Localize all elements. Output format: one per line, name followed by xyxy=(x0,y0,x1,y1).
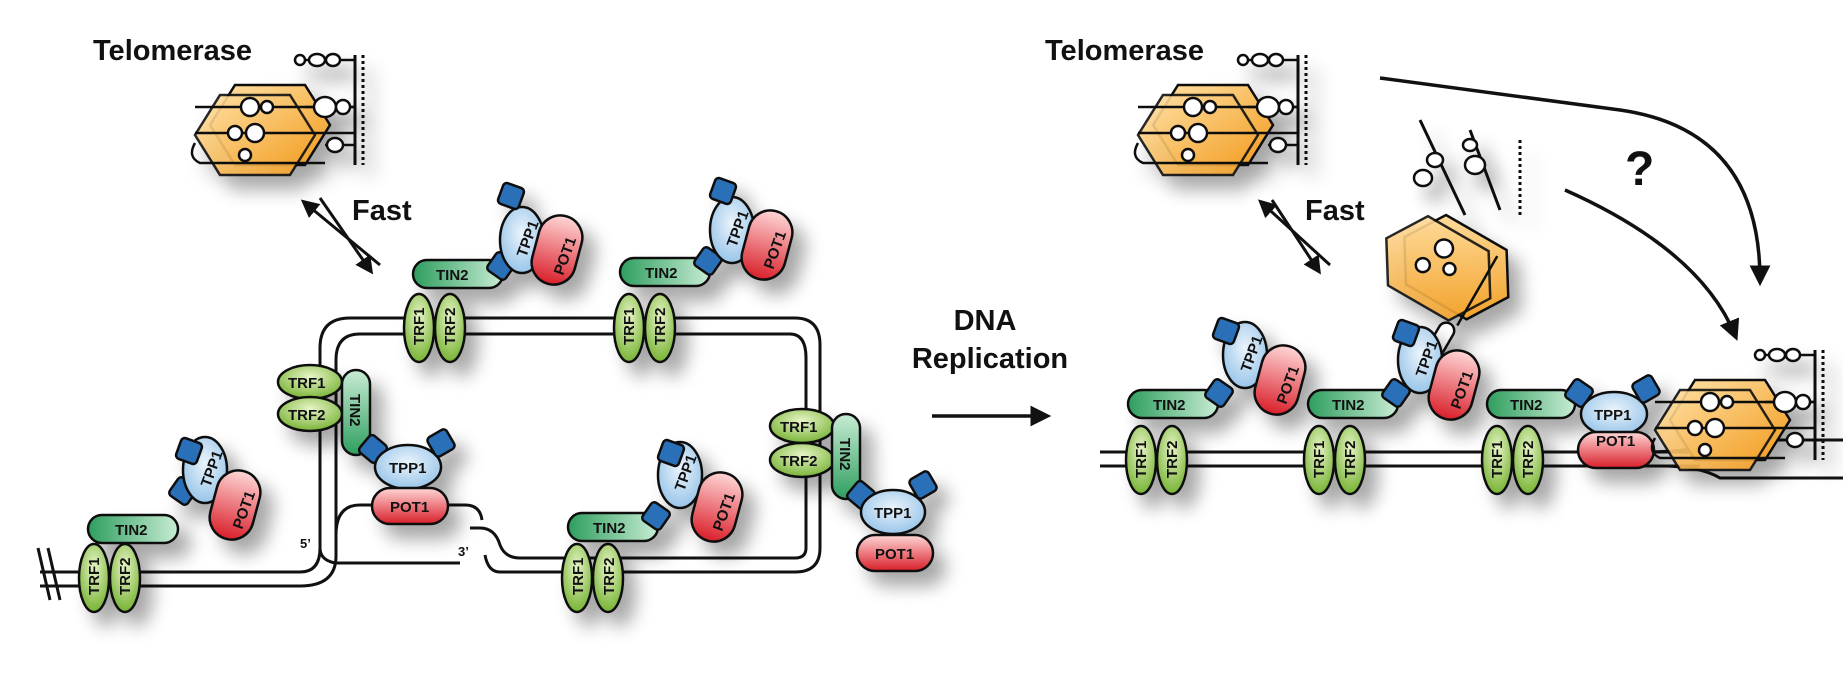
telomerase-bound-tpp1 xyxy=(1385,119,1522,361)
trf1-label: TRF1 xyxy=(621,308,638,346)
telomerase-right xyxy=(1133,52,1308,177)
trf1-label: TRF1 xyxy=(1489,441,1506,479)
trf1-label: TRF1 xyxy=(570,558,587,596)
tin2-label: TIN2 xyxy=(346,394,363,427)
tin2-label: TIN2 xyxy=(115,522,148,539)
dna-replication-transition: DNA Replication xyxy=(912,305,1068,427)
trf2-label: TRF2 xyxy=(442,308,459,346)
dna-label: DNA xyxy=(954,305,1017,337)
trf2-label: TRF2 xyxy=(780,453,818,470)
telomerase-left-label: Telomerase xyxy=(93,35,252,67)
pot1-label: POT1 xyxy=(390,499,429,516)
pot1-label: POT1 xyxy=(1596,433,1635,450)
trf1-label: TRF1 xyxy=(86,558,103,596)
tin2-label: TIN2 xyxy=(1510,397,1543,414)
dna-strands-left xyxy=(36,316,822,601)
fast-right-label: Fast xyxy=(1305,195,1365,227)
trf2-label: TRF2 xyxy=(1164,441,1181,479)
telomerase-left xyxy=(190,52,365,177)
trf1-label: TRF1 xyxy=(780,419,818,436)
tpp1-label: TPP1 xyxy=(389,460,427,477)
rna-stems xyxy=(1412,119,1522,216)
five-prime-label: 5’ xyxy=(300,536,311,551)
trf1-label: TRF1 xyxy=(1311,441,1328,479)
trf2-label: TRF2 xyxy=(1342,441,1359,479)
right-panel: Telomerase Fast xyxy=(1045,35,1843,496)
shelterin-complex xyxy=(1124,316,1307,496)
trf2-label: TRF2 xyxy=(652,308,669,346)
curved-arrow-top xyxy=(1379,76,1771,287)
telomerase-at-end xyxy=(1650,347,1825,472)
curved-arrow-bottom xyxy=(1564,188,1740,341)
trf2-label: TRF2 xyxy=(288,407,326,424)
pot1-label: POT1 xyxy=(875,546,914,563)
trf1-label: TRF1 xyxy=(288,375,326,392)
shelterin-complex xyxy=(77,435,262,614)
shelterin-complex xyxy=(1480,374,1661,496)
trf1-label: TRF1 xyxy=(411,308,428,346)
trf2-label: TRF2 xyxy=(601,558,618,596)
trf2-label: TRF2 xyxy=(1520,441,1537,479)
shelterin-complex xyxy=(276,363,456,526)
tin2-label: TIN2 xyxy=(1153,397,1186,414)
fast-arrows-left xyxy=(300,197,381,275)
tin2-label: TIN2 xyxy=(1332,397,1365,414)
replication-label: Replication xyxy=(912,343,1068,375)
shelterin-complex xyxy=(612,176,794,364)
left-panel: 5’ 3’ Telomerase Fast TRF1 TRF2 TIN2 TPP… xyxy=(36,35,938,614)
shelterin-complex xyxy=(560,438,744,614)
shelterin-complex xyxy=(768,407,938,573)
trf1-label: TRF1 xyxy=(1133,441,1150,479)
telomerase-right-label: Telomerase xyxy=(1045,35,1204,67)
shelterin-complex xyxy=(1302,318,1481,496)
fast-left-label: Fast xyxy=(352,195,412,227)
tin2-label: TIN2 xyxy=(593,520,626,537)
tin2-label: TIN2 xyxy=(436,267,469,284)
tin2-label: TIN2 xyxy=(836,438,853,471)
tin2-label: TIN2 xyxy=(645,265,678,282)
fast-arrows-right xyxy=(1258,199,1332,275)
question-mark: ? xyxy=(1625,143,1654,196)
tpp1-label: TPP1 xyxy=(1594,407,1632,424)
trf2-label: TRF2 xyxy=(117,558,134,596)
three-prime-label: 3’ xyxy=(458,544,469,559)
shelterin-complex xyxy=(402,181,584,364)
tpp1-label: TPP1 xyxy=(874,505,912,522)
